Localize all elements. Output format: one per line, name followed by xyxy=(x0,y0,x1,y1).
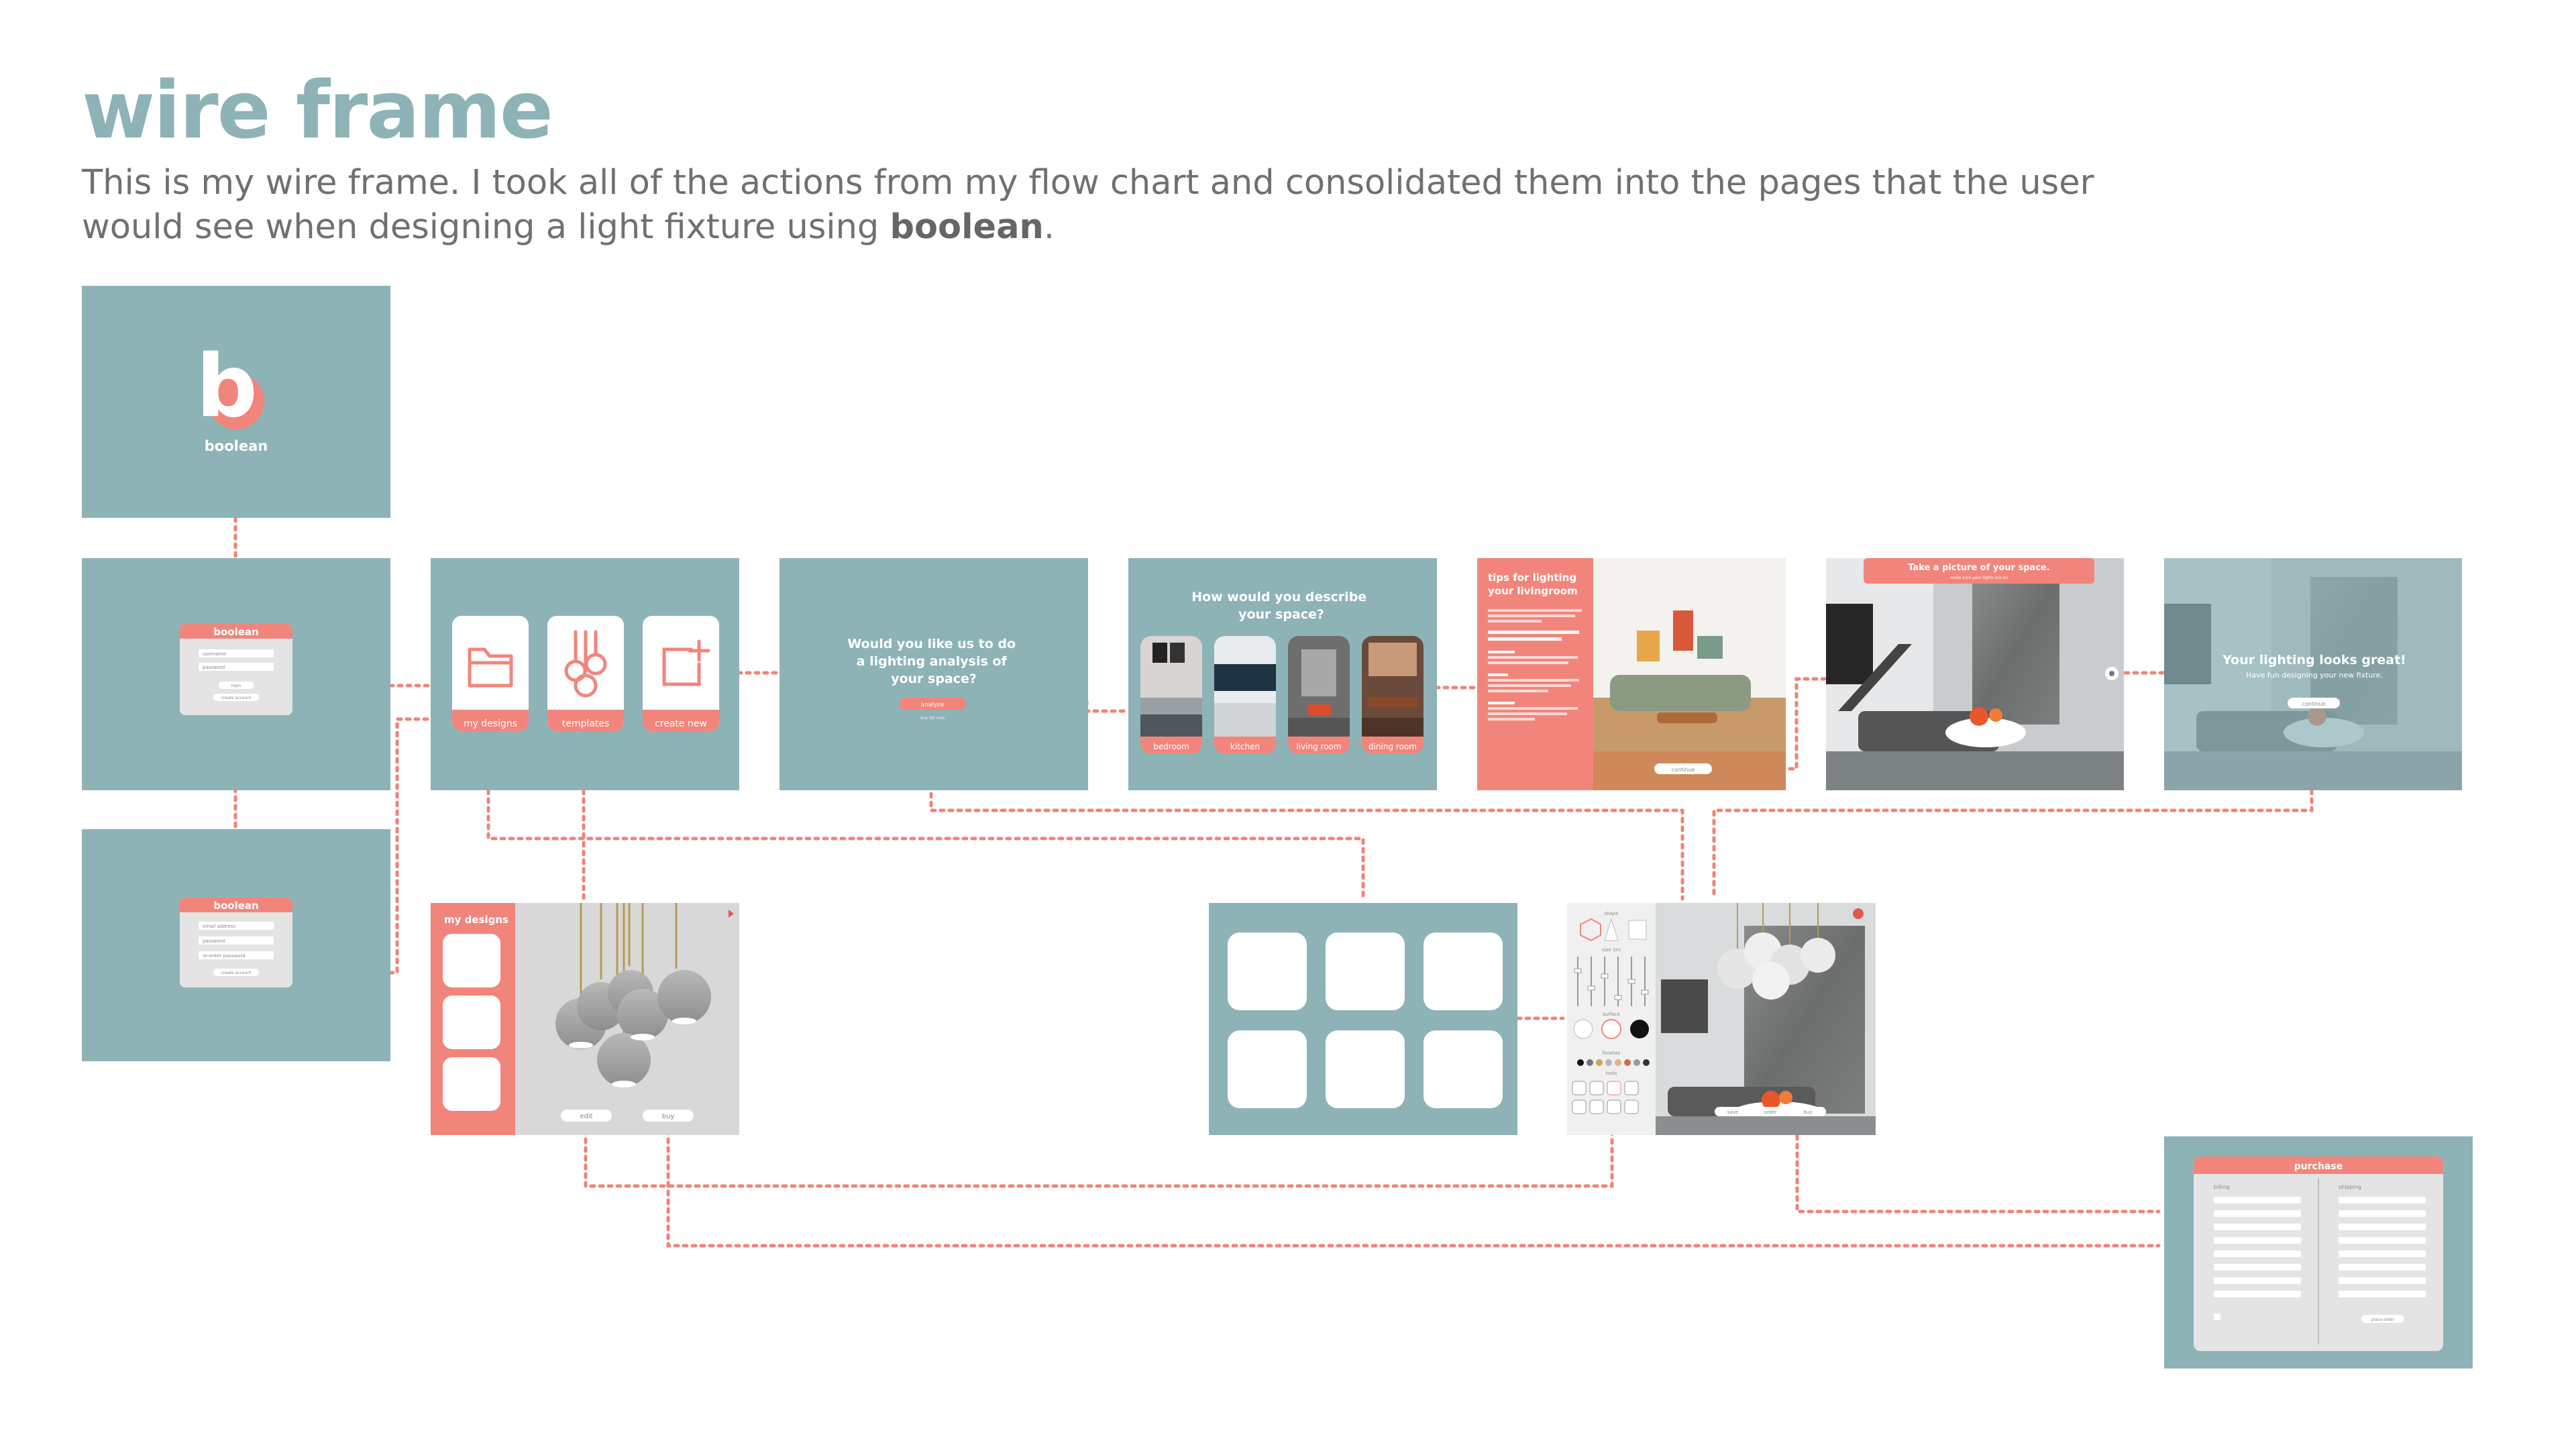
editor-label-surface: surface xyxy=(1603,1012,1620,1017)
screen-home: my designs templates create new xyxy=(431,558,739,790)
grid-icon[interactable] xyxy=(1607,1100,1621,1114)
move-icon[interactable] xyxy=(1607,1081,1621,1095)
home-tile-label-templates: templates xyxy=(562,718,610,729)
screen-analysis: Would you like us to do a lighting analy… xyxy=(780,558,1088,790)
editor-label-finishes: finishes xyxy=(1603,1051,1621,1056)
screen-templates-grid xyxy=(1209,903,1517,1135)
shape-option-square[interactable] xyxy=(1629,920,1646,939)
email-placeholder: email address xyxy=(203,924,235,929)
home-tile-create-new[interactable]: create new xyxy=(643,616,719,731)
tips-photo-sofa xyxy=(1610,675,1751,711)
template-tile[interactable] xyxy=(1228,1030,1307,1108)
editor-label-size: size (in) xyxy=(1602,947,1621,953)
result-continue-label: continue xyxy=(2302,701,2326,707)
camera-banner-subtitle: make sure your lights are on xyxy=(1950,576,2008,580)
confirm-password-placeholder: re-enter password xyxy=(203,953,246,959)
connector-editor-purchase xyxy=(1797,1127,2159,1212)
template-tile[interactable] xyxy=(1326,1030,1405,1108)
template-tile[interactable] xyxy=(1228,932,1307,1010)
my-designs-title: my designs xyxy=(444,914,508,926)
splash-app-name: boolean xyxy=(205,438,268,454)
space-option-bedroom[interactable]: bedroom xyxy=(1140,636,1202,754)
purchase-header: purchase xyxy=(2294,1161,2343,1172)
template-tile[interactable] xyxy=(1326,932,1405,1010)
space-option-label: kitchen xyxy=(1230,742,1260,751)
editor-buy-label: buy xyxy=(1803,1110,1812,1115)
surface-option-matte[interactable] xyxy=(1574,1020,1593,1038)
redo-icon[interactable] xyxy=(1625,1081,1638,1095)
surface-option-dark[interactable] xyxy=(1630,1020,1649,1038)
camera-banner-title: Take a picture of your space. xyxy=(1908,563,2050,573)
result-headline: Your lighting looks great! xyxy=(2222,653,2406,667)
undo-icon[interactable] xyxy=(1572,1081,1586,1095)
username-placeholder: username xyxy=(203,651,226,657)
shipping-column-label: shipping xyxy=(2339,1184,2361,1190)
connector-buy-purchase xyxy=(668,1130,2159,1246)
space-option-living-room[interactable]: living room xyxy=(1288,636,1350,754)
skip-link[interactable]: skip for now xyxy=(920,716,945,720)
editor-save-label: save xyxy=(1727,1110,1738,1115)
light-icon[interactable] xyxy=(1590,1100,1603,1114)
space-option-dining-room[interactable]: dining room xyxy=(1362,636,1424,754)
logo-letter: b xyxy=(196,337,258,437)
design-thumb[interactable] xyxy=(443,996,500,1049)
space-option-kitchen[interactable]: kitchen xyxy=(1214,636,1276,754)
create-account-label: create account xyxy=(221,696,252,700)
design-thumb[interactable] xyxy=(443,1057,500,1111)
space-option-label: living room xyxy=(1296,742,1341,751)
signup-create-account-label: create account xyxy=(221,971,252,975)
connector-edit-editor xyxy=(586,1130,1612,1186)
login-header: boolean xyxy=(213,626,258,638)
place-order-label: place order xyxy=(2371,1318,2395,1322)
connector-tips-camera xyxy=(1781,679,1825,769)
screen-my-designs: my designs edit buy xyxy=(431,903,739,1135)
trash-icon[interactable] xyxy=(1590,1081,1603,1095)
analyze-button-label: analyze xyxy=(921,702,945,708)
template-tile[interactable] xyxy=(1424,932,1503,1010)
screen-editor: shape size (in) surface finishes tools xyxy=(1567,903,1876,1135)
editor-order-label: order xyxy=(1764,1110,1777,1115)
signup-header: boolean xyxy=(213,900,258,912)
result-subtext: Have fun designing your new fixture. xyxy=(2246,671,2383,680)
login-button-label: login xyxy=(231,684,241,688)
screen-result: Your lighting looks great! Have fun desi… xyxy=(2105,558,2462,790)
screen-camera: Take a picture of your space. make sure … xyxy=(1826,558,2124,790)
surface-option-gloss[interactable] xyxy=(1602,1020,1621,1038)
space-option-label: bedroom xyxy=(1153,742,1189,751)
home-tile-label-create-new: create new xyxy=(655,718,707,729)
editor-label-shape: shape xyxy=(1604,911,1618,916)
home-tile-my-designs[interactable]: my designs xyxy=(452,616,529,731)
screen-tips: tips for lighting your livingroom contin… xyxy=(1477,558,1786,790)
camera-photo-stone-wall xyxy=(1972,577,2059,724)
screen-describe: How would you describe your space? bedro… xyxy=(1128,558,1437,790)
editor-label-tools: tools xyxy=(1606,1071,1617,1076)
link-icon[interactable] xyxy=(1625,1100,1638,1114)
template-tile[interactable] xyxy=(1424,1030,1503,1108)
screen-purchase: purchase billing shipping place order xyxy=(2164,1136,2473,1368)
connector-mydesigns-node xyxy=(488,790,1363,899)
buy-button-label: buy xyxy=(662,1113,675,1120)
connector-result-editor xyxy=(1714,790,2312,899)
tips-continue-label: continue xyxy=(1672,767,1695,773)
space-option-label: dining room xyxy=(1368,742,1417,751)
screen-signup: boolean email address password re-enter … xyxy=(82,829,390,1061)
edit-button-label: edit xyxy=(580,1113,592,1120)
password-placeholder: password xyxy=(203,665,225,670)
home-tile-templates[interactable]: templates xyxy=(547,616,624,731)
screen-login: boolean username password login create a… xyxy=(82,558,390,790)
home-tile-label-my-designs: my designs xyxy=(464,718,517,729)
design-thumb[interactable] xyxy=(443,934,500,987)
new-password-placeholder: password xyxy=(203,938,225,944)
sound-icon[interactable] xyxy=(1572,1100,1586,1114)
billing-column-label: billing xyxy=(2214,1184,2230,1190)
screen-splash: b boolean xyxy=(82,286,390,518)
